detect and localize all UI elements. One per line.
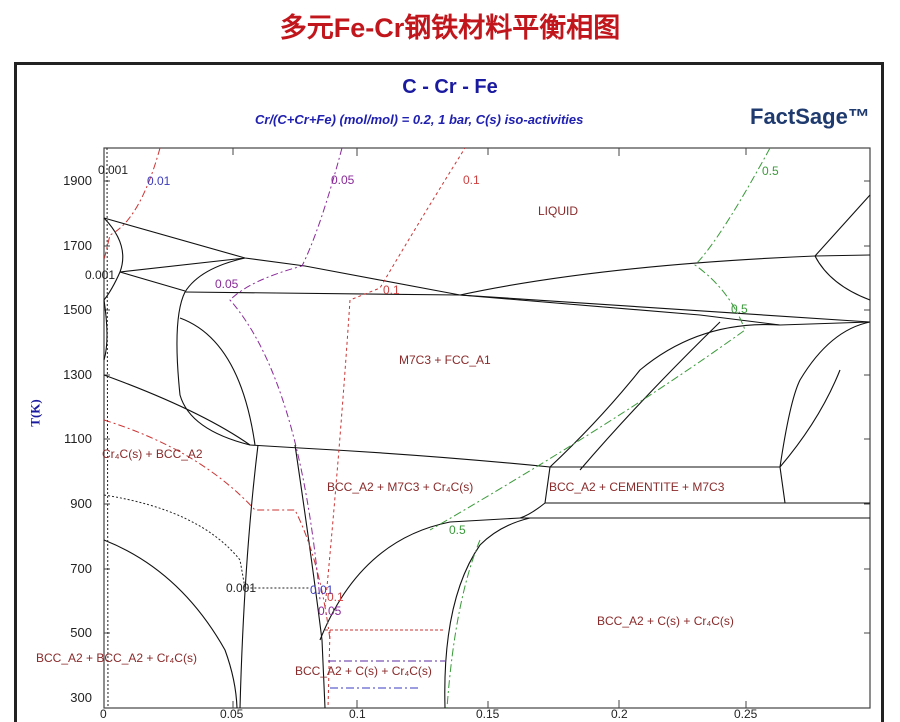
y-tick-label: 1300 xyxy=(63,367,92,382)
x-tick-label: 0.15 xyxy=(476,707,500,721)
page-title: 多元Fe-Cr钢铁材料平衡相图 xyxy=(279,13,621,43)
iso-label: 0.05 xyxy=(215,277,239,291)
region-label-bcc-cementite-m7c3: BCC_A2 + CEMENTITE + M7C3 xyxy=(549,480,725,494)
iso-label: 0.001 xyxy=(226,581,257,595)
iso-label: 0.1 xyxy=(463,173,480,187)
iso-line-01 xyxy=(324,147,466,609)
diagram-title: C - Cr - Fe xyxy=(402,76,498,98)
y-tick-label: 300 xyxy=(70,690,92,705)
y-tick-label: 1700 xyxy=(63,238,92,253)
region-label-bcc-c-cr4c: BCC_A2 + C(s) + Cr₄C(s) xyxy=(597,614,734,628)
y-tick-label: 700 xyxy=(70,561,92,576)
iso-line-05 xyxy=(429,147,771,531)
iso-label: 0.1 xyxy=(327,590,344,604)
iso-label: 0.1 xyxy=(383,283,400,297)
factsage-logo: FactSage™ xyxy=(750,104,870,130)
x-tick-label: 0.25 xyxy=(734,707,758,721)
region-label-bcc-bcc-cr4c: BCC_A2 + BCC_A2 + Cr₄C(s) xyxy=(36,651,197,665)
iso-line-0001 xyxy=(106,147,109,709)
iso-line-001-low xyxy=(103,419,331,641)
logo-text: FactSage™ xyxy=(750,104,870,129)
iso-label: 0.5 xyxy=(731,302,748,316)
axis-ticks xyxy=(104,148,870,708)
y-tick-label: 900 xyxy=(70,496,92,511)
iso-label: 0.001 xyxy=(85,268,116,282)
iso-label: 0.05 xyxy=(318,604,342,618)
phase-boundaries xyxy=(103,194,871,709)
diagram-frame xyxy=(14,62,884,722)
iso-label: 0.5 xyxy=(449,523,466,537)
iso-line-001 xyxy=(103,147,161,261)
x-tick-label: 0.1 xyxy=(349,707,366,721)
iso-label: 0.01 xyxy=(310,583,334,597)
iso-activity-lines xyxy=(103,147,771,709)
iso-label: 0.05 xyxy=(331,173,355,187)
plot-area xyxy=(103,147,871,709)
x-tick-label: 0 xyxy=(100,707,107,721)
iso-label: 0.5 xyxy=(762,164,779,178)
y-tick-label: 1900 xyxy=(63,173,92,188)
diagram-subtitle: Cr/(C+Cr+Fe) (mol/mol) = 0.2, 1 bar, C(s… xyxy=(255,112,584,127)
region-label-bcc-m7c3-cr4c: BCC_A2 + M7C3 + Cr₄C(s) xyxy=(327,480,474,494)
x-tick-label: 0.2 xyxy=(611,707,628,721)
iso-line-005 xyxy=(229,147,343,601)
x-tick-label: 0.05 xyxy=(220,707,244,721)
region-label-liquid: LIQUID xyxy=(538,204,579,218)
iso-label: 0.001 xyxy=(98,163,129,177)
region-label-bcc-c-cr4c-mid: BCC_A2 + C(s) + Cr₄C(s) xyxy=(295,664,432,678)
y-tick-label: 1500 xyxy=(63,302,92,317)
region-label-cr4c-bcc: Cr₄C(s) + BCC_A2 xyxy=(102,447,203,461)
y-tick-label: 1100 xyxy=(64,431,92,446)
iso-label: 0.01 xyxy=(147,174,171,188)
region-label-m7c3-fcc: M7C3 + FCC_A1 xyxy=(399,353,491,367)
y-axis-title: T(K) xyxy=(27,399,43,427)
iso-line-0001-low xyxy=(103,494,310,589)
y-tick-label: 500 xyxy=(70,625,92,640)
